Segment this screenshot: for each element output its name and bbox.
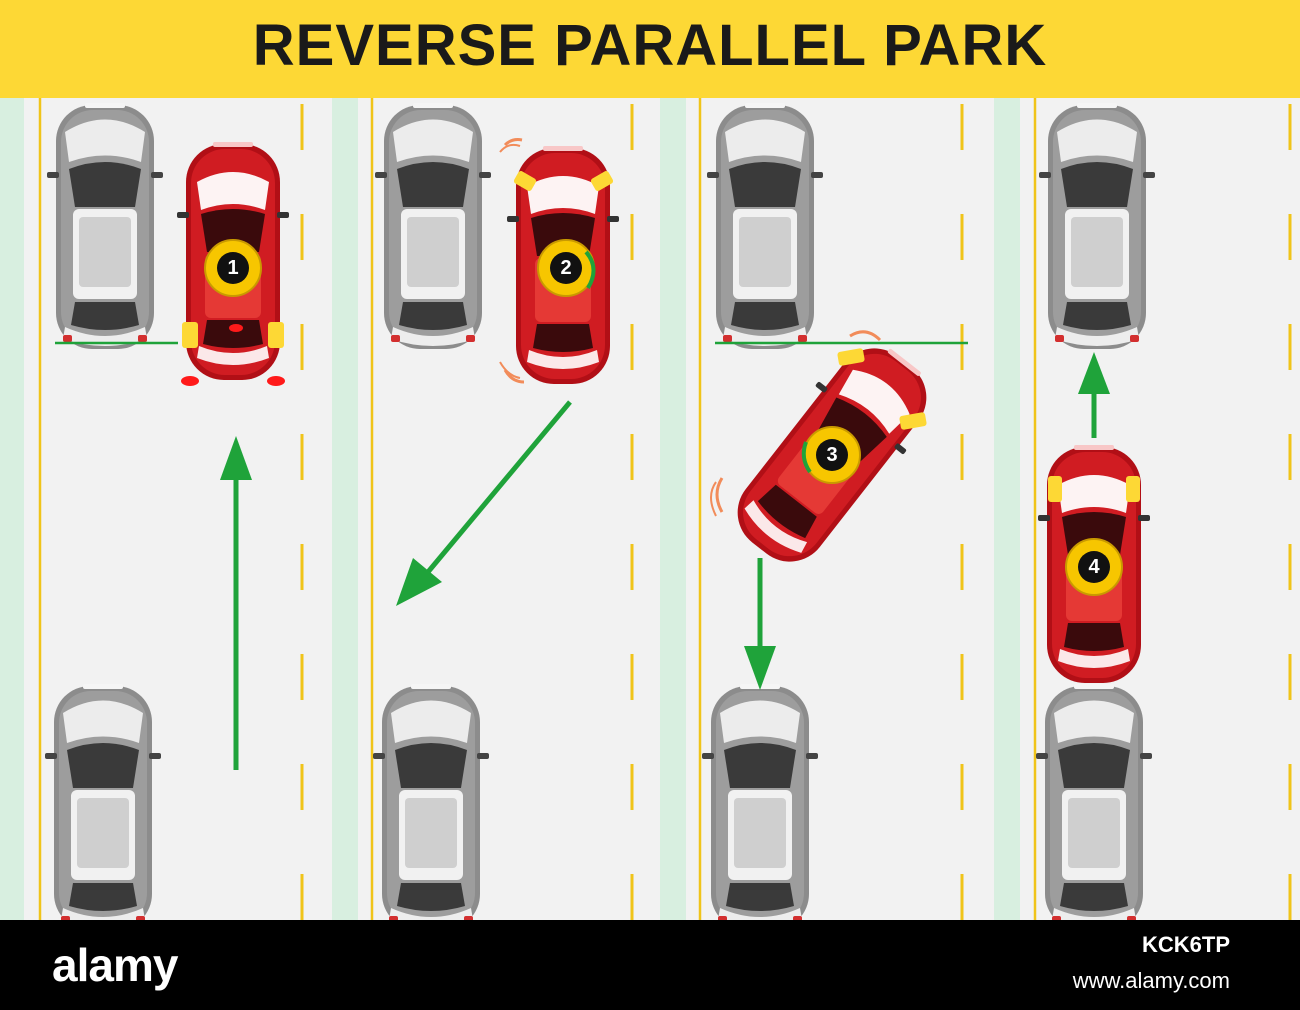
signal-indicators — [1048, 476, 1140, 502]
reverse-diagonal-arrow — [396, 400, 572, 606]
parked-car — [47, 103, 163, 349]
parked-car — [1039, 103, 1155, 349]
signal-indicators — [710, 330, 927, 517]
lane-dashed-lines — [300, 104, 1292, 920]
forward-short-arrow — [1078, 352, 1110, 438]
step-number: 1 — [227, 257, 238, 279]
curb-strip — [332, 98, 358, 920]
parked-car — [45, 684, 161, 920]
watermark-footer: alamy KCK6TP www.alamy.com — [0, 920, 1300, 1010]
page-title: REVERSE PARALLEL PARK — [252, 13, 1048, 78]
parked-car — [375, 103, 491, 349]
curb-strip — [660, 98, 686, 920]
step-number: 3 — [826, 444, 837, 466]
road-scene: 1 2 3 4 — [0, 98, 1300, 920]
parked-car — [702, 684, 818, 920]
parked-car — [1036, 684, 1152, 920]
parked-car — [707, 103, 823, 349]
step-number: 4 — [1088, 556, 1100, 578]
step-2-badge — [537, 239, 596, 297]
step-number: 2 — [560, 257, 571, 279]
reverse-down-arrow — [744, 558, 776, 690]
site-url: www.alamy.com — [1072, 968, 1230, 993]
signal-indicators — [181, 322, 285, 386]
forward-arrow — [220, 436, 252, 770]
parked-car — [373, 684, 489, 920]
brand-logo: alamy — [52, 939, 178, 991]
step-3-badge — [801, 426, 861, 484]
signal-indicators — [499, 138, 614, 384]
lane-edge-lines — [38, 98, 1037, 920]
image-id: KCK6TP — [1141, 932, 1230, 957]
curb-strip — [0, 98, 24, 920]
title-banner: REVERSE PARALLEL PARK — [0, 0, 1300, 98]
curb-strip — [994, 98, 1020, 920]
